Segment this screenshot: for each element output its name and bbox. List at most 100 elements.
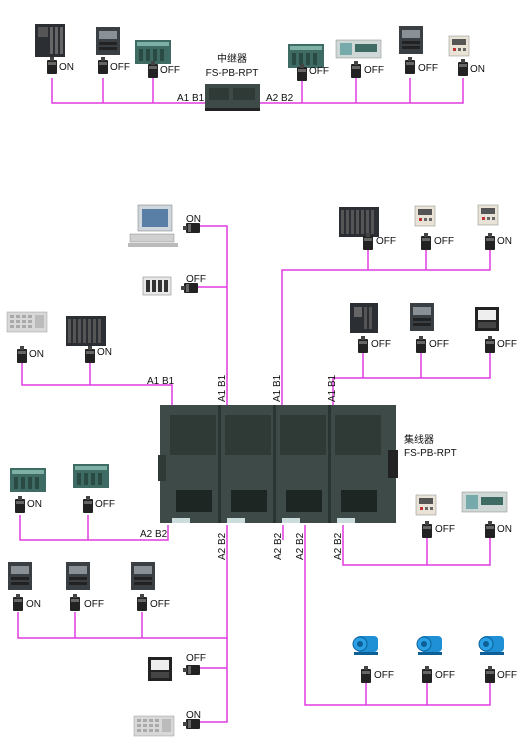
connector-state: ON <box>59 62 74 73</box>
connector-state: OFF <box>150 599 170 610</box>
terminal-device-icon <box>148 657 172 681</box>
db9-connector-icon <box>422 666 432 683</box>
keyboard-panel-icon <box>133 715 175 737</box>
hub-model: FS-PB-RPT <box>404 448 457 459</box>
hub-port-a1b1: A1 B1 <box>217 374 228 402</box>
hub-port-a2b2: A2 B2 <box>333 532 344 560</box>
hub-port-a1b1: A1 B1 <box>147 376 175 387</box>
db9-connector-icon <box>422 521 432 538</box>
plc-cpu-icon <box>131 562 155 590</box>
db9-connector-icon <box>85 346 95 363</box>
plc-cpu-icon <box>96 27 120 55</box>
db9-connector-icon <box>485 666 495 683</box>
connector-state: OFF <box>364 65 384 76</box>
hub-port-a2b2: A2 B2 <box>140 529 168 540</box>
io-module-icon <box>461 491 508 513</box>
db9-connector-icon <box>405 57 415 74</box>
connector-state: ON <box>497 524 512 535</box>
plc-cpu-icon <box>66 562 90 590</box>
db9-connector-icon <box>183 665 200 675</box>
connector-state: OFF <box>435 670 455 681</box>
db9-connector-icon <box>137 594 147 611</box>
connector-state: OFF <box>371 339 391 350</box>
repeater-model: FS-PB-RPT <box>206 68 259 79</box>
repeater-port-left: A1 B1 <box>177 93 205 104</box>
io-module-icon <box>73 464 109 488</box>
hub-port-a2b2: A2 B2 <box>295 532 306 560</box>
db9-connector-icon <box>358 336 368 353</box>
io-module-icon <box>335 39 382 59</box>
connector-state: OFF <box>497 670 517 681</box>
db9-connector-icon <box>15 496 25 513</box>
plc-rack-icon <box>35 24 65 57</box>
connector-state: OFF <box>376 236 396 247</box>
hmi-panel-icon <box>414 205 436 227</box>
connector-state: ON <box>470 64 485 75</box>
io-module-icon <box>288 44 324 68</box>
connector-state: OFF <box>418 63 438 74</box>
hub-title: 集线器 <box>404 433 434 446</box>
connector-state: OFF <box>434 236 454 247</box>
io-state: OFF <box>186 274 206 285</box>
connector-state: OFF <box>110 62 130 73</box>
io-module-icon <box>10 468 46 492</box>
connector-state: OFF <box>160 65 180 76</box>
db9-connector-icon <box>47 57 57 74</box>
pc-icon <box>128 204 178 247</box>
db9-connector-icon <box>421 233 431 250</box>
connector-state: ON <box>29 349 44 360</box>
db9-connector-icon <box>13 594 23 611</box>
repeater-device <box>205 84 260 111</box>
motor-icon <box>352 635 379 656</box>
connector-state: OFF <box>435 524 455 535</box>
connector-state: ON <box>97 347 112 358</box>
db9-connector-icon <box>361 666 371 683</box>
plc-rack-icon <box>339 207 379 237</box>
db9-connector-icon <box>485 336 495 353</box>
terminal-device-icon <box>475 307 499 331</box>
hub-port-a2b2: A2 B2 <box>273 532 284 560</box>
connector-state: ON <box>497 236 512 247</box>
db9-connector-icon <box>485 233 495 250</box>
plc-cpu-icon <box>350 303 378 333</box>
connector-state: ON <box>27 499 42 510</box>
hub-port-a1b1: A1 B1 <box>327 374 338 402</box>
hmi-panel-icon <box>477 204 499 226</box>
repeater-port-right: A2 B2 <box>266 93 294 104</box>
hub-bus-lines <box>17 225 491 723</box>
top-connector-states: ON OFF OFF OFF OFF OFF ON <box>59 62 485 77</box>
pc-state: ON <box>186 214 201 225</box>
plc-cpu-icon <box>410 303 434 331</box>
keyboard-panel-icon <box>6 311 48 333</box>
plc-cpu-icon <box>399 26 423 54</box>
db9-connector-icon <box>17 346 27 363</box>
motor-icon <box>416 635 443 656</box>
repeater-title: 中继器 <box>217 52 247 65</box>
io-module-icon <box>135 40 171 64</box>
connector-state: OFF <box>309 66 329 77</box>
hub-port-a2b2: A2 B2 <box>217 532 228 560</box>
hub-port-a1b1: A1 B1 <box>272 374 283 402</box>
hmi-panel-icon <box>415 494 437 516</box>
connector-state: OFF <box>95 499 115 510</box>
top-bus-lines <box>51 78 464 104</box>
connector-state: OFF <box>374 670 394 681</box>
db9-connector-icon <box>458 59 468 76</box>
connector-state: OFF <box>84 599 104 610</box>
db9-connector-icon <box>98 57 108 74</box>
plc-rack-icon <box>66 316 106 346</box>
io-module-icon <box>142 276 172 296</box>
panel-state: OFF <box>186 653 206 664</box>
connector-state: ON <box>26 599 41 610</box>
motor-icon <box>478 635 505 656</box>
plc-cpu-icon <box>8 562 32 590</box>
db9-connector-icon <box>83 496 93 513</box>
db9-connector-icon <box>416 336 426 353</box>
db9-connector-icon <box>351 61 361 78</box>
connector-state: OFF <box>497 339 517 350</box>
connector-state: OFF <box>429 339 449 350</box>
db9-connector-icon <box>485 521 495 538</box>
hmi-panel-icon <box>448 35 470 57</box>
hub-device <box>158 405 398 523</box>
